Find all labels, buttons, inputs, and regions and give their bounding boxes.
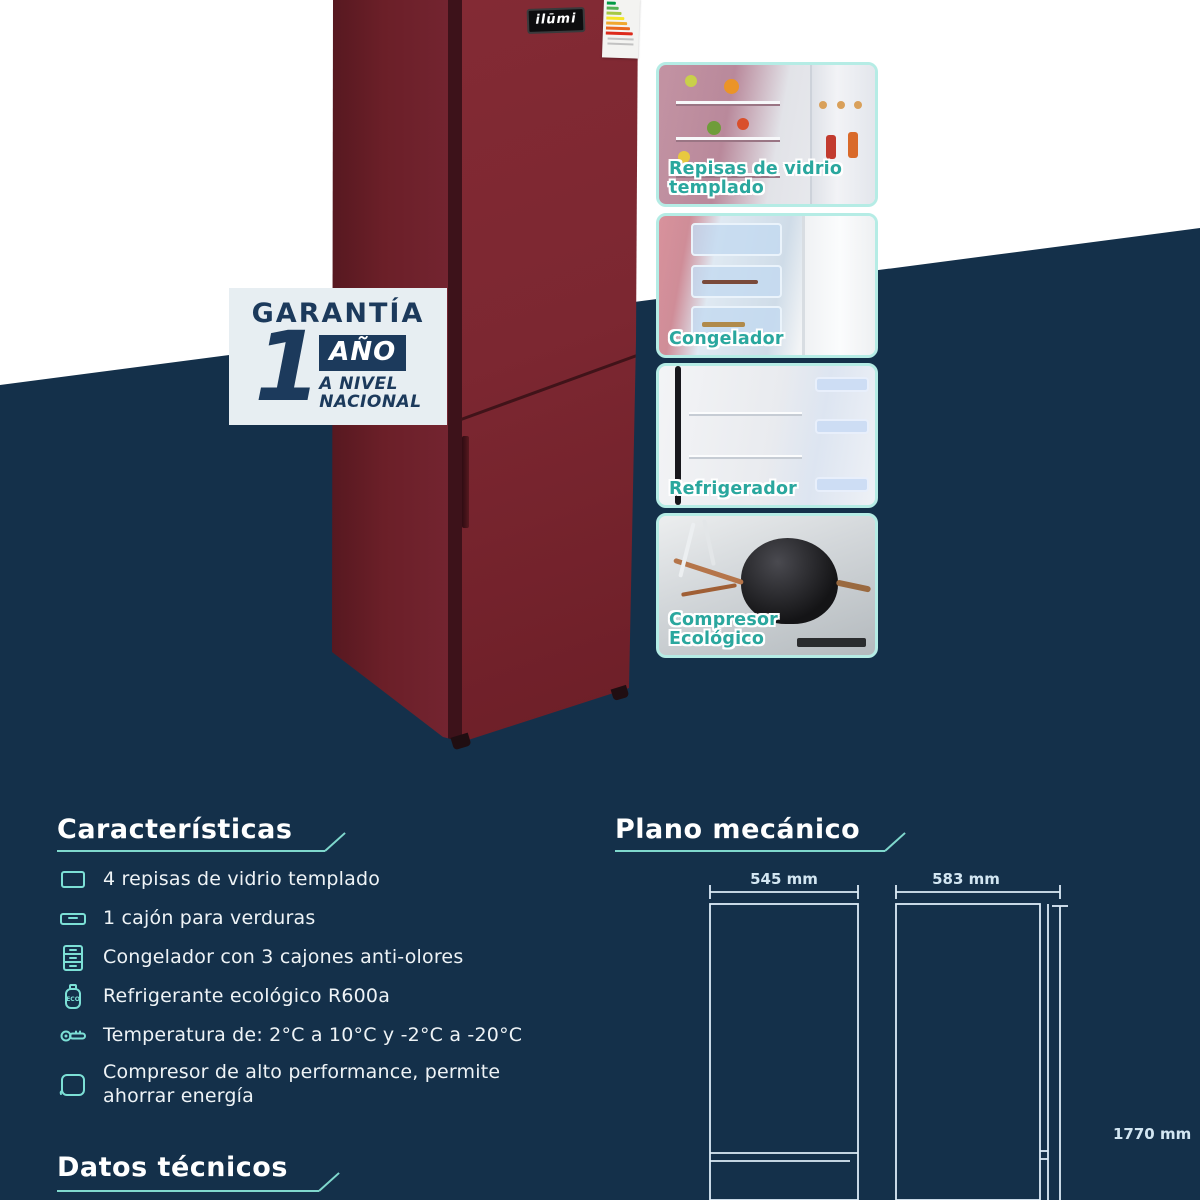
photo-fruit [706, 120, 721, 135]
photo-fruit [678, 151, 691, 164]
warranty-scope-line1: A NIVEL [319, 374, 398, 394]
freezer-drawers-icon [57, 944, 89, 972]
photo-shelf-line [689, 454, 802, 457]
feature-item: Compresor de alto performance, permite a… [57, 1061, 547, 1109]
photo-fruit [736, 117, 749, 130]
feature-text: Compresor de alto performance, permite a… [103, 1061, 501, 1107]
feature-text: Temperatura de: 2°C a 10°C y -2°C a -20°… [103, 1024, 523, 1047]
photo-compressor-body [741, 538, 839, 625]
fridge-front-door [462, 0, 638, 742]
photo-egg [854, 101, 863, 110]
energy-label-fine-print [607, 42, 634, 46]
energy-bar [605, 31, 633, 36]
dimension-side-depth: 583 mm [932, 870, 1000, 888]
warranty-title: GARANTÍA [251, 298, 425, 329]
feature-item: Temperatura de: 2°C a 10°C y -2°C a -20°… [57, 1022, 547, 1050]
photo-wire [701, 518, 716, 566]
brand-logo: ilūmi [526, 6, 586, 35]
photo-door-shelf [814, 377, 869, 393]
card-photo-freezer [659, 216, 875, 355]
thermometer-icon [57, 1022, 89, 1050]
photo-fruit [723, 78, 739, 94]
feature-item: Congelador con 3 cajones anti-olores [57, 944, 547, 972]
dimension-height: 1770 mm [1113, 1125, 1192, 1143]
card-label: Refrigerador [669, 478, 798, 499]
photo-base-plate [797, 637, 867, 647]
caracteristicas-heading: Características [57, 814, 293, 845]
energy-bar [605, 26, 631, 31]
photo-door-panel [801, 216, 875, 355]
photo-bottle [847, 131, 858, 158]
warranty-scope-line2: NACIONAL [319, 392, 422, 413]
dimension-front-width: 545 mm [750, 870, 818, 888]
feature-item: 4 repisas de vidrio templado [57, 866, 547, 894]
heading-underline [615, 850, 885, 852]
photo-freezer-drawer [691, 222, 783, 257]
feature-item: 1 cajón para verduras [57, 905, 547, 933]
photo-shelf-line [689, 411, 802, 414]
card-photo-compressor [659, 516, 875, 655]
photo-door-shelf [814, 418, 869, 435]
drawer-icon [57, 905, 89, 933]
feature-item: ECO Refrigerante ecológico R600a [57, 983, 547, 1011]
energy-bar [606, 16, 625, 21]
eco-gas-icon: ECO [57, 983, 89, 1011]
fridge-handle-groove [462, 436, 469, 528]
energy-bar [606, 6, 619, 10]
feature-text: Congelador con 3 cajones anti-olores [103, 946, 464, 969]
energy-bar [606, 11, 622, 16]
warranty-badge: GARANTÍA 1 AÑO A NIVEL NACIONAL [229, 288, 447, 425]
photo-bottle [826, 134, 837, 159]
feature-text: Refrigerante ecológico R600a [103, 985, 391, 1008]
warranty-unit: AÑO [319, 335, 407, 371]
photo-copper-pipe [835, 579, 871, 593]
photo-door-panel [810, 65, 875, 204]
photo-shelf-line [676, 137, 780, 141]
datos-tecnicos-heading: Datos técnicos [57, 1152, 288, 1183]
feature-card-freezer: Congelador [656, 213, 878, 358]
photo-egg [819, 101, 828, 110]
photo-door-seal [675, 366, 681, 505]
fridge-door-edge [448, 0, 462, 742]
card-photo-refrigerator [659, 366, 875, 505]
warranty-number: 1 [254, 311, 321, 423]
photo-frozen-food [702, 321, 746, 327]
photo-shelf-line [676, 101, 780, 105]
photo-shelf-line [676, 173, 780, 177]
photo-egg [836, 101, 845, 110]
energy-rating-label [601, 0, 641, 59]
energy-bar [606, 21, 628, 26]
energy-bar [606, 1, 616, 5]
card-label: Congelador [669, 328, 784, 349]
feature-text: 4 repisas de vidrio templado [103, 868, 381, 891]
energy-label-fine-print [607, 37, 634, 41]
feature-card-refrigerator: Refrigerador [656, 363, 878, 508]
heading-underline [57, 1190, 319, 1192]
card-label: Repisas de vidrio templado [669, 159, 843, 198]
mechanical-drawing [709, 885, 1068, 1200]
feature-text: 1 cajón para verduras [103, 907, 316, 930]
feature-card-compressor: Compresor Ecológico [656, 513, 878, 658]
heading-underline [57, 850, 325, 852]
compressor-icon [57, 1071, 89, 1099]
shelf-icon [57, 866, 89, 894]
feature-card-tempered-shelves: Repisas de vidrio templado [656, 62, 878, 207]
photo-fruit [684, 74, 697, 87]
card-label: Compresor Ecológico [669, 610, 778, 649]
photo-frozen-food [702, 279, 759, 284]
photo-door-shelf [814, 477, 869, 493]
card-photo-fridge-interior [659, 65, 875, 204]
photo-copper-pipe [680, 583, 737, 598]
svg-text:ECO: ECO [66, 996, 80, 1003]
plano-mecanico-heading: Plano mecánico [615, 814, 861, 845]
features-list: 4 repisas de vidrio templado 1 cajón par… [57, 866, 547, 1120]
